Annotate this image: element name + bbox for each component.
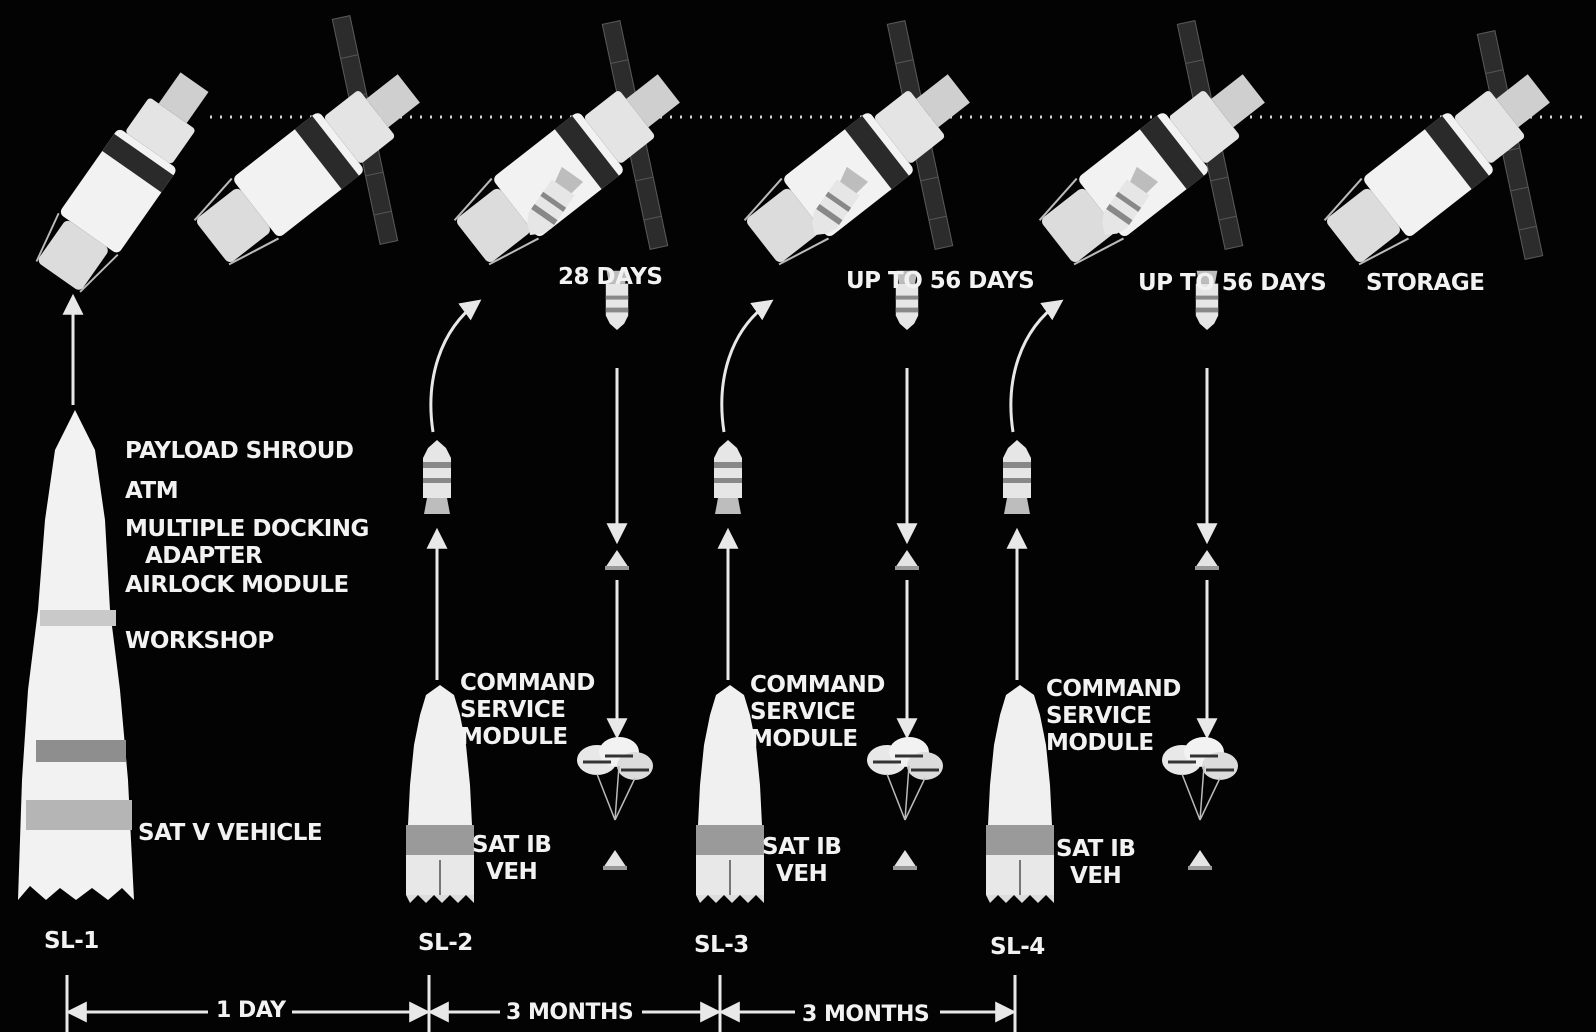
station-sl1 <box>27 60 226 299</box>
sat-ib-label-sl4: SAT IB VEH <box>1056 836 1136 889</box>
component-label-atm: ATM <box>125 478 179 504</box>
saturn-v-label: SAT V VEHICLE <box>138 820 323 846</box>
duration-label-sl3: UP TO 56 DAYS <box>846 268 1035 294</box>
station-sl2 <box>187 15 434 274</box>
interval-label-3-months-b: 3 MONTHS <box>802 1002 930 1027</box>
station-storage <box>1317 30 1564 274</box>
sat-ib-label-sl3: SAT IB VEH <box>762 834 842 887</box>
csm-ascent-sl4 <box>1003 440 1031 514</box>
csm-label-sl3: COMMAND SERVICE MODULE <box>750 672 885 752</box>
csm-label-sl4: COMMAND SERVICE MODULE <box>1046 676 1181 756</box>
duration-label-sl2: 28 DAYS <box>558 264 663 290</box>
component-label-workshop: WORKSHOP <box>125 628 274 654</box>
csm-label-sl2: COMMAND SERVICE MODULE <box>460 670 595 750</box>
return-sequence-sl2 <box>575 270 655 870</box>
component-label-payload-shroud: PAYLOAD SHROUD <box>125 438 354 464</box>
arrow-sl4-rendezvous <box>1009 299 1064 433</box>
saturn-v-vehicle <box>18 410 134 900</box>
arrow-sl2-rendezvous <box>429 299 482 433</box>
launch-label-sl2: SL-2 <box>418 930 473 956</box>
csm-ascent-sl3 <box>714 440 742 514</box>
launch-label-sl1: SL-1 <box>44 928 99 954</box>
duration-label-sl4: UP TO 56 DAYS <box>1138 270 1327 296</box>
return-sequence-sl3 <box>865 270 945 870</box>
sat-ib-label-sl2: SAT IB VEH <box>472 832 552 885</box>
storage-label: STORAGE <box>1366 270 1485 296</box>
arrow-sl3-rendezvous <box>720 299 774 433</box>
component-label-multiple-docking: MULTIPLE DOCKING <box>125 516 369 542</box>
saturn-ib-sl4 <box>985 684 1055 904</box>
interval-label-3-months-a: 3 MONTHS <box>506 1000 634 1025</box>
station-sl5 <box>1032 20 1279 274</box>
csm-ascent-sl2 <box>423 440 451 514</box>
component-label-airlock-module: AIRLOCK MODULE <box>125 572 349 598</box>
component-label-adapter: ADAPTER <box>145 543 263 569</box>
station-sl3 <box>447 20 694 274</box>
launch-label-sl3: SL-3 <box>694 932 749 958</box>
timeline <box>65 975 1017 1032</box>
return-sequence-sl4 <box>1160 270 1240 870</box>
interval-label-1-day: 1 DAY <box>216 998 286 1023</box>
station-sl4 <box>737 20 984 274</box>
launch-label-sl4: SL-4 <box>990 934 1045 960</box>
